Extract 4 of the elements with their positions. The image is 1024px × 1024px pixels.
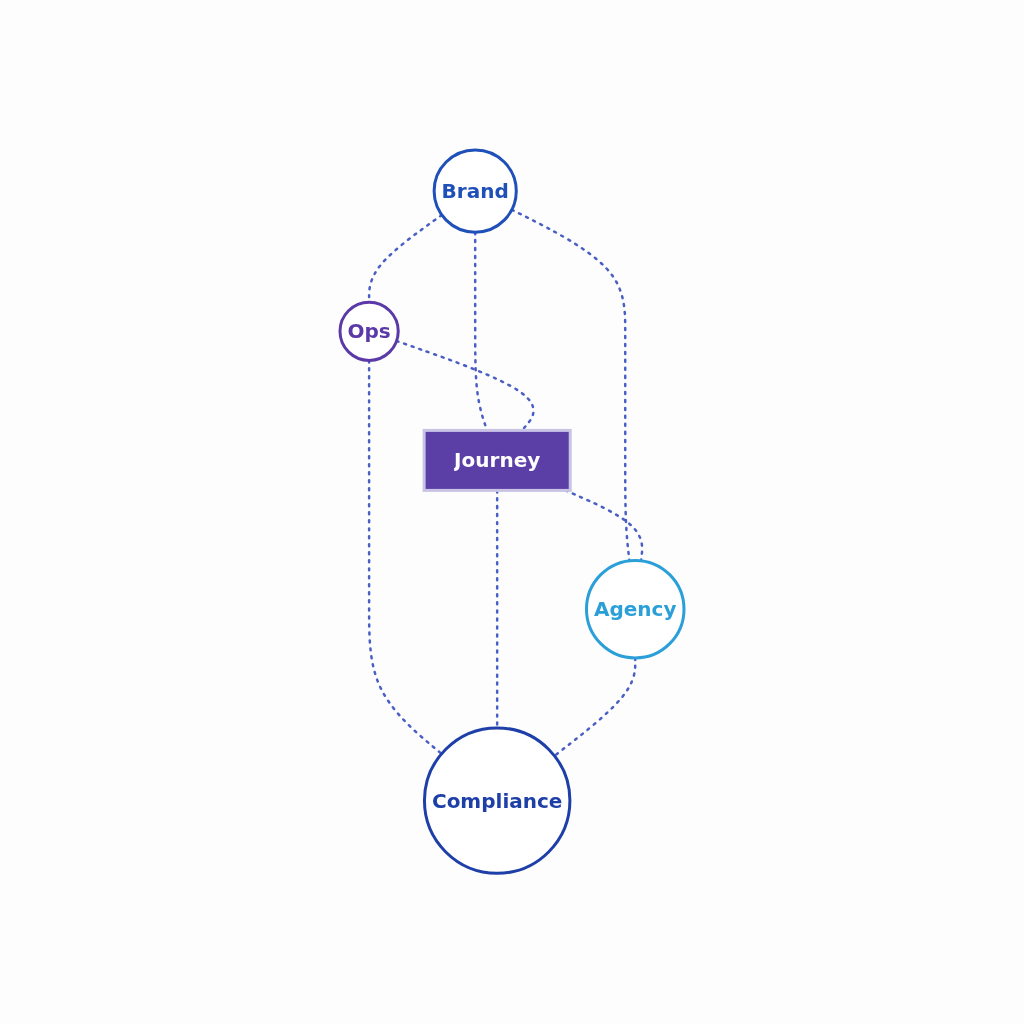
node-circle: Ops (338, 301, 400, 363)
node-circle: Brand (432, 148, 518, 234)
node-circle: Compliance (422, 726, 572, 876)
node-circle: Agency (585, 559, 686, 660)
